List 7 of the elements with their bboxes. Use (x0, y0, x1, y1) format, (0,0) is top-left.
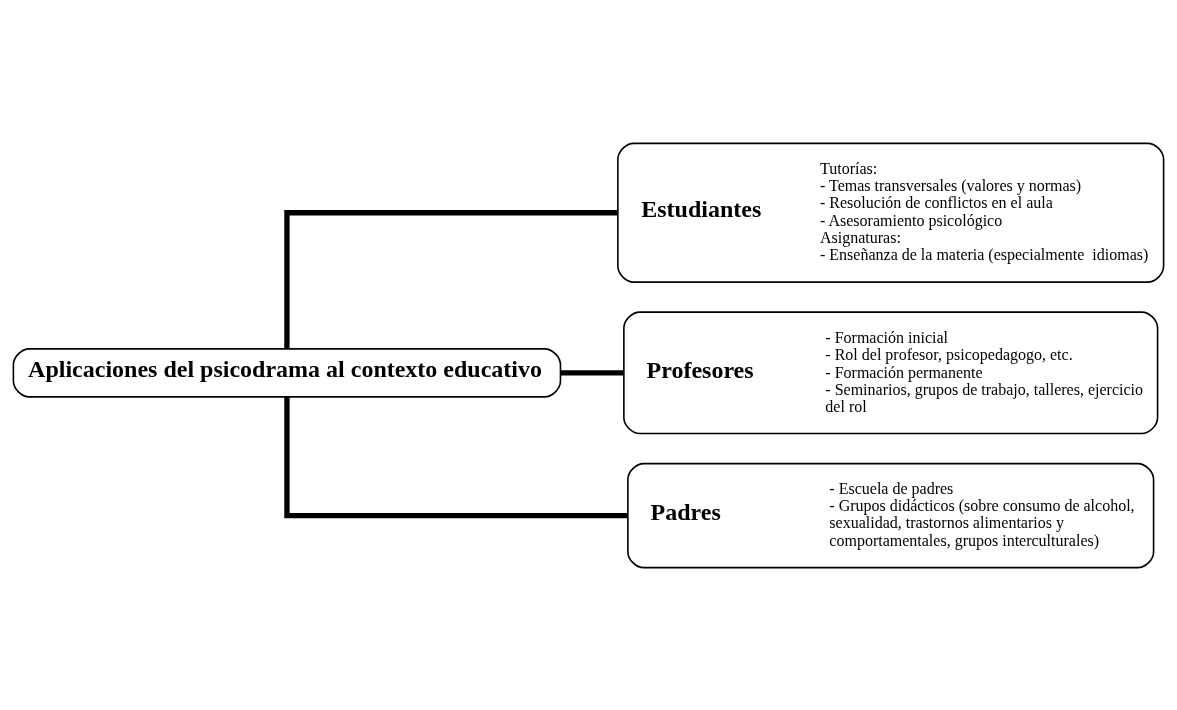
node-box: Estudiantes Tutorías: - Temas transversales (valores y normas) - Resolución de conflictos en el aula - Asesoramiento psicológico Asignaturas: - Enseñanza de la materia (especialmente idiomas) (617, 142, 1165, 283)
node-box: Padres - Escuela de padres - Grupos didácticos (sobre consumo de alcohol, sexualidad, trastornos alimentarios y comportamentales, grupos interculturales) (627, 462, 1155, 568)
node-box: Profesores - Formación inicial - Rol del profesor, psicopedagogo, etc. - Formación permanente - Seminarios, grupos de trabajo, talleres, ejercicio del rol (623, 310, 1159, 434)
node-box: Aplicaciones del psicodrama al contexto educativo (12, 347, 562, 398)
connector (560, 369, 624, 376)
connector (284, 396, 628, 518)
connector (284, 209, 618, 348)
